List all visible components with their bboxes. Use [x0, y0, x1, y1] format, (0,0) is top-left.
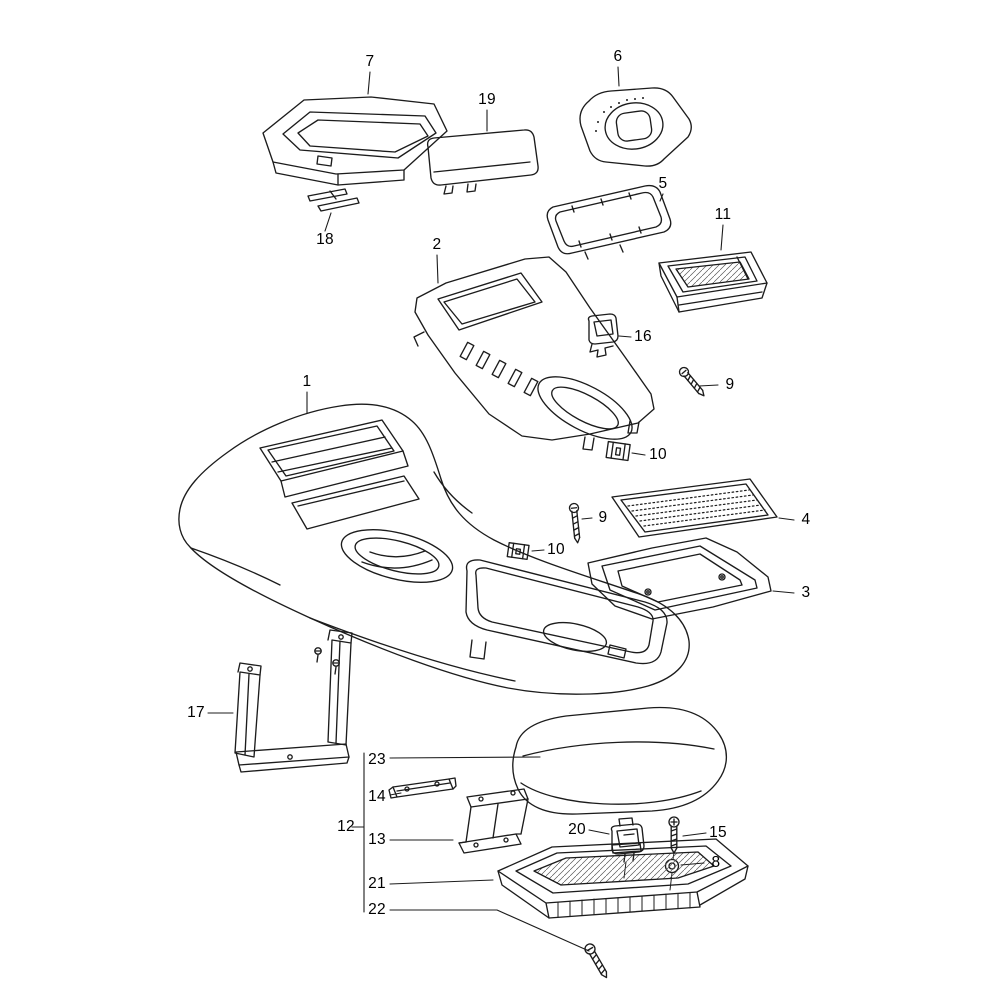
part-label-13: 13: [368, 831, 386, 848]
part-label-16: 16: [634, 328, 652, 345]
part-label-7: 7: [365, 53, 375, 70]
part-label-9-upper: 9: [725, 376, 735, 393]
part-label-10-upper: 10: [649, 446, 667, 463]
part-label-21: 21: [368, 875, 386, 892]
part-label-3: 3: [801, 584, 811, 601]
part-label-5: 5: [658, 175, 668, 192]
part-label-17: 17: [187, 704, 205, 721]
part-label-8: 8: [711, 854, 721, 871]
part-9-screw-upper: [678, 366, 705, 397]
part-label-6: 6: [613, 48, 623, 65]
part-label-10-lower: 10: [547, 541, 565, 558]
part-7-storage-tray: [262, 96, 448, 186]
part-19-cover-lid: [426, 129, 539, 195]
part-label-4: 4: [801, 511, 811, 528]
part-11-stowage-box: [658, 251, 768, 313]
part-18-retaining-clips: [307, 188, 360, 212]
part-2-console-trim-panel: [413, 256, 655, 451]
part-label-14: 14: [368, 788, 386, 805]
leader-lines: [207, 66, 795, 952]
part-5-mounting-frame: [546, 184, 672, 260]
part-label-22: 22: [368, 901, 386, 918]
part-10-clip-lower: [506, 542, 530, 561]
part-4-vent-grille: [611, 478, 778, 538]
part-23-armrest-lid: [512, 706, 728, 815]
part-22-lower-screw: [584, 943, 608, 979]
part-3-stowage-tray: [587, 537, 772, 620]
part-15-screw: [668, 816, 680, 854]
part-17-support-bracket: [234, 629, 353, 773]
part-14-bracket-strip: [388, 777, 457, 799]
part-label-11: 11: [714, 206, 732, 223]
part-label-1: 1: [302, 373, 312, 390]
part-9-screw-lower: [568, 502, 581, 544]
part-13-support-bracket: [458, 788, 529, 854]
part-16-switch-unit: [587, 313, 619, 358]
part-label-9-lower: 9: [598, 509, 608, 526]
part-label-20: 20: [568, 821, 586, 838]
part-21-storage-compartment: [497, 838, 749, 919]
part-10-clip-upper: [605, 440, 631, 462]
part-6-shift-gate-plate: [579, 87, 692, 167]
group-12-bracket-line: [351, 752, 365, 913]
part-label-23: 23: [368, 751, 386, 768]
part-label-12: 12: [337, 818, 355, 835]
part-label-18: 18: [316, 231, 334, 248]
part-label-2: 2: [432, 236, 442, 253]
part-1-center-console-body: [178, 403, 690, 695]
part-label-15: 15: [709, 824, 727, 841]
part-label-19: 19: [478, 91, 496, 108]
